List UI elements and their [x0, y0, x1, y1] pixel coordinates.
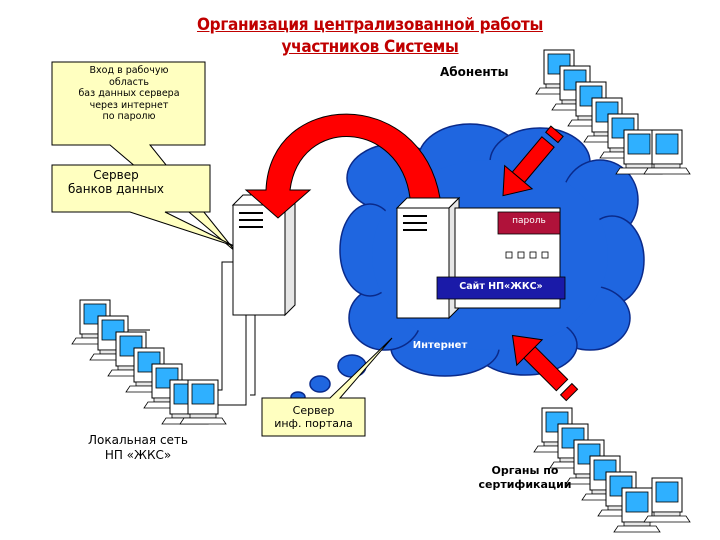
diagram-title: Организация централизованной работы учас… — [160, 14, 580, 58]
login-callout-text: Вход в рабочую область баз данных сервер… — [56, 65, 202, 123]
cloud-bubble-large — [337, 354, 367, 378]
certification-arrow — [511, 334, 579, 402]
subscribers-arrow — [502, 125, 564, 197]
portal-line-2: инф. портала — [274, 417, 353, 430]
db-server-line-1: Сервер — [93, 168, 139, 182]
portal-line-1: Сервер — [292, 404, 335, 417]
certification-line-2: сертификации — [478, 478, 572, 491]
certification-line-1: Органы по — [491, 464, 559, 477]
login-line-5: по паролю — [102, 111, 156, 122]
local-network-computers — [71, 299, 227, 425]
db-server-label: Сервер банков данных — [56, 168, 176, 196]
login-line-3: баз данных сервера — [78, 88, 180, 99]
local-network-line-2: НП «ЖКС» — [104, 448, 172, 462]
password-field — [497, 211, 561, 235]
local-network-label: Локальная сеть НП «ЖКС» — [78, 433, 198, 463]
site-label: Сайт НП«ЖКС» — [459, 281, 543, 292]
password-label: пароль — [512, 216, 546, 226]
title-line-2: участников Системы — [281, 37, 459, 57]
site-window-buttons — [505, 251, 549, 259]
portal-server-tower — [396, 197, 460, 319]
site-bar — [436, 276, 566, 300]
login-line-1: Вход в рабочую — [89, 65, 169, 76]
certification-label: Органы по сертификации — [470, 464, 580, 492]
local-network-line-1: Локальная сеть — [88, 433, 188, 447]
cloud-bubble-medium — [309, 375, 331, 393]
title-line-1: Организация централизованной работы — [196, 15, 543, 35]
db-server-line-2: банков данных — [68, 182, 164, 196]
subscribers-label: Абоненты — [440, 65, 509, 79]
portal-callout — [261, 337, 393, 437]
login-line-4: через интернет — [89, 99, 169, 111]
login-line-2: область — [109, 76, 149, 88]
db-server-tower — [232, 194, 296, 316]
db-server-callout — [51, 164, 235, 247]
login-flow-arrow — [244, 113, 441, 219]
internet-label: Интернет — [412, 340, 468, 351]
portal-server-label: Сервер инф. портала — [262, 404, 365, 430]
